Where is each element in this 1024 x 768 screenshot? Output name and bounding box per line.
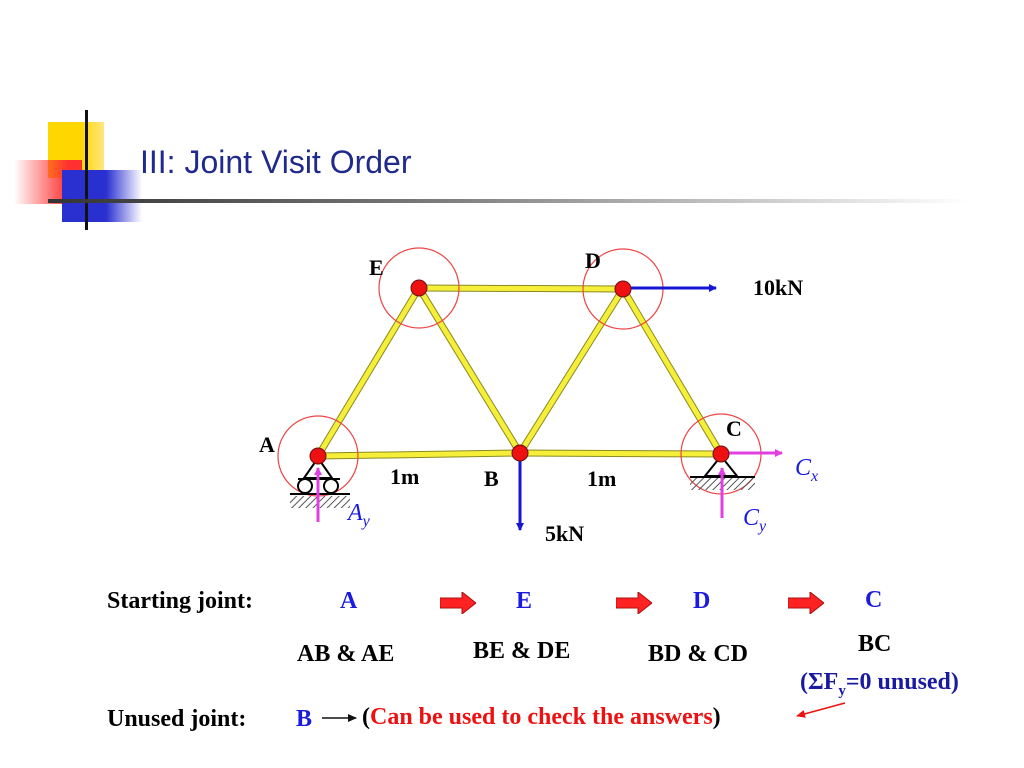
sequence-arrow-icon-2 — [616, 592, 652, 614]
slide-title: III: Joint Visit Order — [140, 144, 412, 180]
circle-joint-e — [378, 247, 460, 329]
joint-a — [309, 447, 327, 465]
truss-joints — [309, 279, 730, 465]
member-dc — [620, 286, 724, 457]
sequence-arrow-icon-1 — [440, 592, 476, 614]
title-underline — [48, 199, 968, 203]
member-ed — [416, 285, 626, 292]
unused-joint-label: Unused joint: — [107, 706, 247, 732]
reaction-label-cx: Cx — [795, 455, 818, 485]
dimension-left: 1m — [390, 464, 419, 489]
member-ab — [315, 450, 523, 459]
member-bd — [517, 286, 626, 456]
sequence-joint-4: C — [865, 587, 883, 613]
note-pointer-arrow — [796, 702, 846, 718]
load-label-horizontal: 10kN — [753, 275, 803, 300]
starting-joint-label: Starting joint: — [107, 588, 253, 614]
member-eb — [416, 285, 523, 456]
load-label-vertical: 5kN — [545, 521, 584, 546]
joint-e — [410, 279, 428, 297]
sequence-arrow-icon-3 — [788, 592, 824, 614]
sequence-joint-1: A — [340, 588, 358, 614]
dimension-right: 1m — [587, 466, 616, 491]
sequence-joint-2: E — [516, 588, 533, 614]
member-bc — [517, 450, 724, 457]
truss-members-fill — [315, 285, 724, 459]
unused-joint-note: (Can be used to check the answers) — [362, 704, 721, 730]
ornament-vertical-line — [85, 110, 88, 230]
label-joint-a: A — [259, 432, 275, 457]
reaction-label-ay: Ay — [346, 500, 371, 530]
members-joint-2: BE & DE — [473, 638, 571, 664]
member-ae — [315, 285, 422, 459]
joint-b — [511, 444, 529, 462]
label-joint-e: E — [369, 255, 384, 280]
ornament-blue-square — [62, 170, 142, 222]
sequence-joint-3: D — [693, 588, 711, 614]
joint-c — [712, 445, 730, 463]
members-joint-3: BD & CD — [648, 641, 748, 667]
label-joint-b: B — [484, 466, 499, 491]
members-joint-4: BC — [858, 631, 892, 657]
members-joint-1: AB & AE — [297, 641, 395, 667]
unused-equation-note: (ΣFy=0 unused) — [800, 669, 959, 699]
reaction-label-cy: Cy — [743, 505, 767, 535]
joint-d — [614, 280, 632, 298]
unused-joint-value: B — [296, 706, 313, 732]
label-joint-d: D — [585, 248, 601, 273]
label-joint-c: C — [726, 416, 742, 441]
